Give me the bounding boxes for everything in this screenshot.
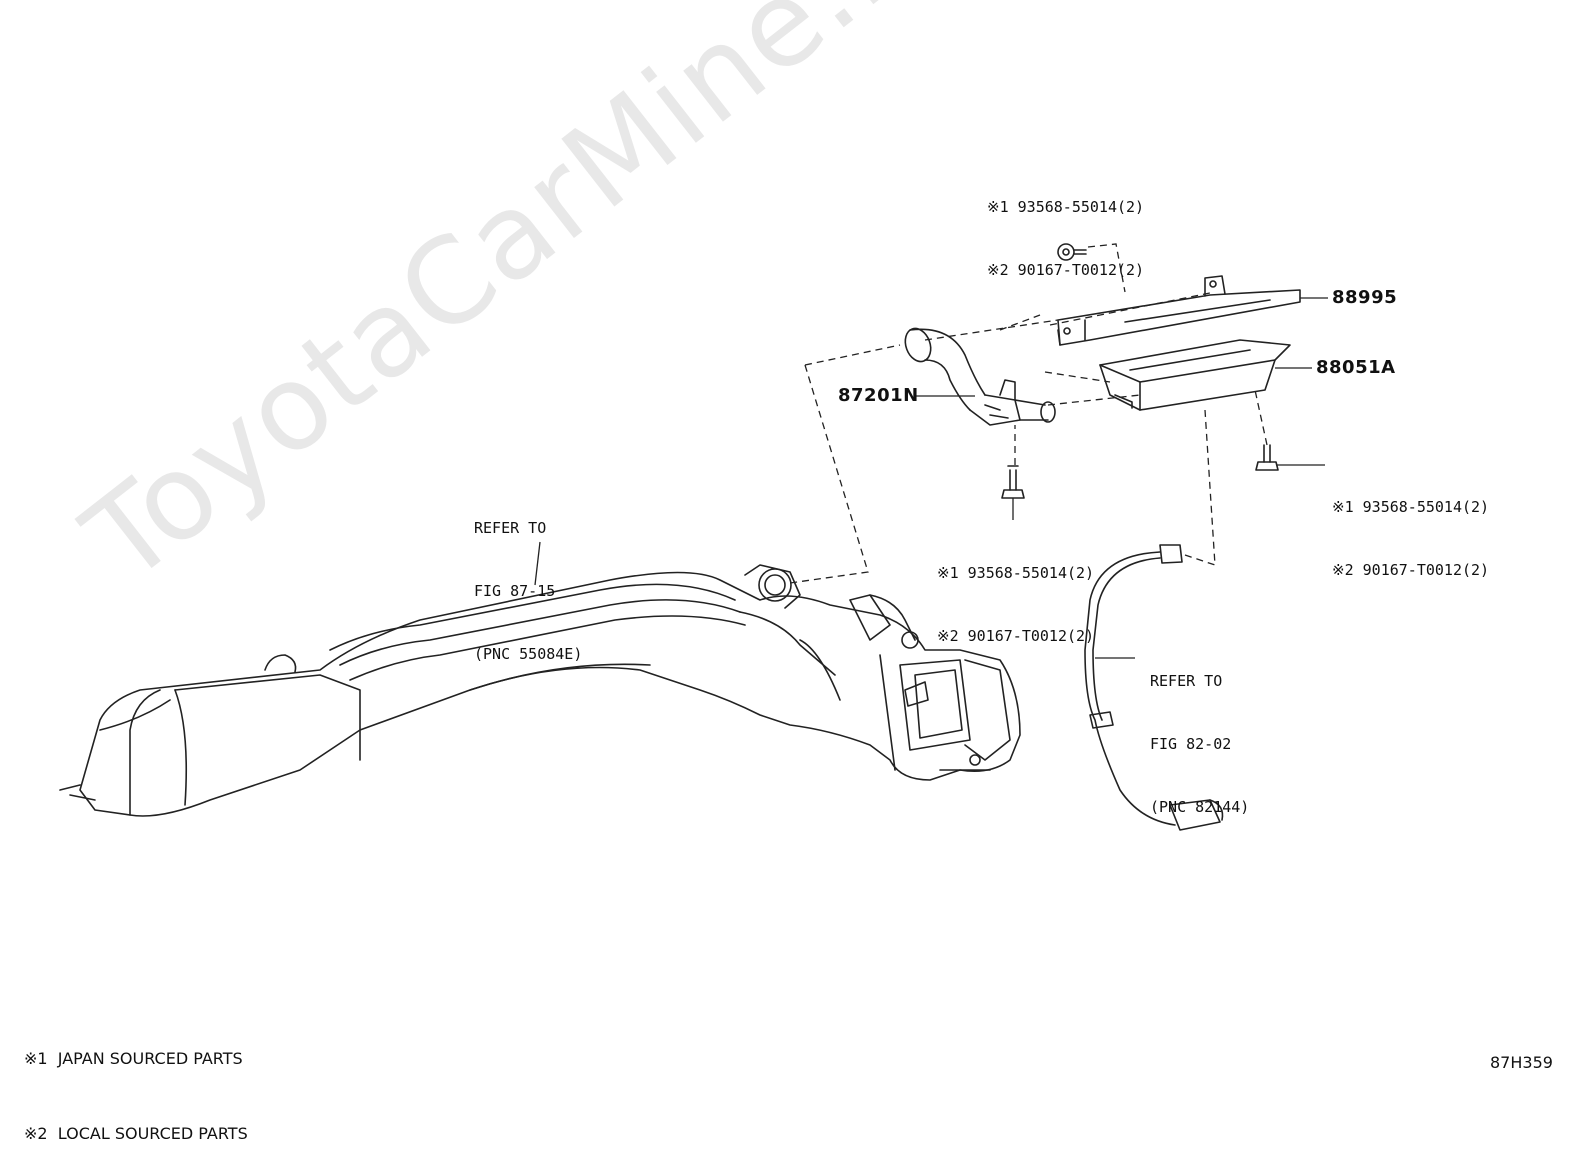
part-number-88995[interactable]: 88995 — [1332, 287, 1398, 308]
parts-diagram — [59, 243, 1328, 831]
part-number-87201n[interactable]: 87201N — [838, 385, 919, 406]
amplifier-88051a — [1099, 339, 1291, 411]
source-notes: ※1 JAPAN SOURCED PARTS ※2 LOCAL SOURCED … — [24, 996, 248, 1171]
top-fastener-line-2: ※2 90167-T0012(2) — [987, 261, 1145, 279]
hose-87201n — [904, 327, 1056, 426]
figure-code: 87H359 — [1490, 1053, 1553, 1072]
part-number-88051a[interactable]: 88051A — [1316, 357, 1396, 378]
right-fastener-line-1: ※1 93568-55014(2) — [1332, 498, 1490, 516]
mid-fastener-line-1: ※1 93568-55014(2) — [937, 564, 1095, 582]
top-fastener-callout: ※1 93568-55014(2) ※2 90167-T0012(2) — [987, 155, 1144, 302]
bolt-mid — [1001, 465, 1025, 499]
duct-reference[interactable]: REFER TO FIG 87-15 (PNC 55084E) — [474, 476, 582, 686]
leader-duct-ref — [534, 541, 541, 586]
top-fastener-line-1: ※1 93568-55014(2) — [987, 198, 1145, 216]
harness-ref-line-1: REFER TO — [1150, 672, 1223, 690]
clip-top — [1057, 243, 1087, 261]
note-japan-sourced: ※1 JAPAN SOURCED PARTS — [24, 1049, 243, 1068]
bracket-88995 — [1057, 275, 1301, 346]
note-local-sourced: ※2 LOCAL SOURCED PARTS — [24, 1124, 248, 1143]
mid-fastener-line-2: ※2 90167-T0012(2) — [937, 627, 1095, 645]
right-fastener-line-2: ※2 90167-T0012(2) — [1332, 561, 1490, 579]
harness-ref-line-2: FIG 82-02 — [1150, 735, 1232, 753]
air-duct-assembly — [59, 564, 1021, 817]
duct-ref-line-2: FIG 87-15 — [474, 582, 556, 600]
bolt-right — [1255, 444, 1279, 471]
mid-fastener-callout: ※1 93568-55014(2) ※2 90167-T0012(2) — [937, 521, 1094, 668]
harness-reference[interactable]: REFER TO FIG 82-02 (PNC 82144) — [1150, 629, 1249, 839]
wire-harness — [1084, 544, 1224, 831]
harness-ref-line-3: (PNC 82144) — [1150, 798, 1250, 816]
duct-ref-line-3: (PNC 55084E) — [474, 645, 583, 663]
right-fastener-callout: ※1 93568-55014(2) ※2 90167-T0012(2) — [1332, 455, 1489, 602]
duct-ref-line-1: REFER TO — [474, 519, 547, 537]
